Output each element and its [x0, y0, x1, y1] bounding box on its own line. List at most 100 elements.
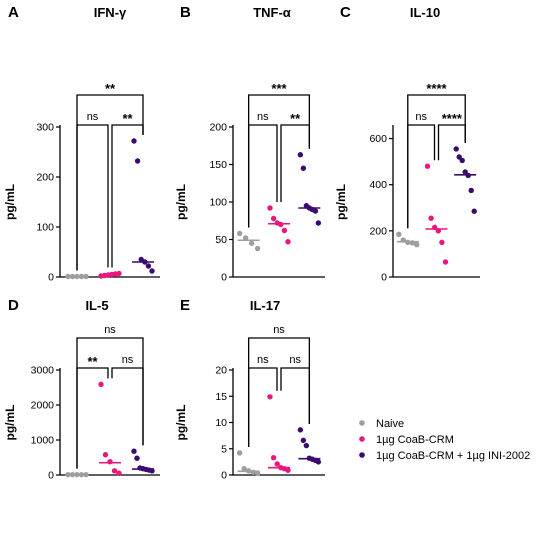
data-point-1-g-coab-crm-1-g-ini-2002: [149, 268, 155, 274]
data-point-1-g-coab-crm-1-g-ini-2002: [459, 157, 465, 164]
data-point-naive: [241, 466, 247, 472]
y-tick-label: 200: [209, 122, 227, 134]
panel-letter: A: [8, 4, 19, 21]
legend-label: Naive: [376, 418, 404, 430]
significance-bracket: [247, 337, 311, 447]
data-point-1-g-coab-crm-1-g-ini-2002: [312, 208, 319, 214]
panel-letter: C: [340, 4, 351, 21]
y-tick-label: 200: [36, 172, 54, 184]
data-point-1-g-coab-crm: [285, 467, 291, 473]
data-point-naive: [248, 240, 255, 246]
data-point-1-g-coab-crm: [98, 381, 104, 388]
data-point-1-g-coab-crm-1-g-ini-2002: [453, 146, 459, 152]
significance-label: ns: [104, 324, 116, 336]
data-point-1-g-coab-crm: [270, 454, 277, 461]
significance-bracket: [280, 124, 311, 202]
significance-label: **: [122, 111, 133, 126]
y-axis-label: pg/mL: [3, 405, 17, 441]
data-point-1-g-coab-crm: [442, 259, 449, 265]
legend: Naive 1µg CoaB-CRM 1µg CoaB-CRM + 1µg INI-…: [359, 418, 530, 462]
y-tick-label: 100: [209, 197, 227, 209]
legend-label: 1µg CoaB-CRM + 1µg INI-2002: [376, 450, 530, 462]
data-point-naive: [396, 231, 402, 238]
significance-bracket: [407, 94, 466, 229]
significance-label: ***: [271, 81, 287, 96]
panel-b: B TNF-α 0 50 100 150 200 pg/mL ns *****: [174, 4, 325, 284]
significance-label: ns: [273, 324, 285, 336]
panel-title: TNF-α: [253, 5, 291, 20]
y-tick-label: 20: [215, 365, 227, 377]
data-point-1-g-coab-crm-1-g-ini-2002: [297, 152, 304, 158]
data-point-naive: [414, 241, 420, 248]
data-point-1-g-coab-crm-1-g-ini-2002: [300, 165, 307, 171]
panel-letter: B: [180, 4, 191, 21]
significance-bracket: [76, 337, 144, 469]
data-point-1-g-coab-crm-1-g-ini-2002: [315, 220, 322, 226]
significance-bracket: [247, 124, 278, 228]
data-point-1-g-coab-crm: [111, 468, 118, 474]
significance-label: ns: [87, 111, 99, 123]
y-tick-label: 150: [209, 159, 227, 171]
data-point-1-g-coab-crm: [428, 215, 434, 221]
significance-bracket: [76, 124, 109, 271]
data-point-1-g-coab-crm: [274, 461, 280, 467]
panel-letter: E: [180, 297, 190, 314]
data-point-1-g-coab-crm-1-g-ini-2002: [134, 158, 141, 164]
significance-bracket: [437, 124, 466, 161]
legend-label: 1µg CoaB-CRM: [376, 434, 454, 446]
data-point-1-g-coab-crm-1-g-ini-2002: [134, 455, 140, 461]
significance-label: **: [87, 354, 98, 369]
y-tick-label: 0: [221, 272, 227, 284]
significance-bracket: [111, 367, 144, 446]
y-axis-label: pg/mL: [3, 184, 17, 220]
data-point-1-g-coab-crm-1-g-ini-2002: [315, 459, 322, 465]
data-point-1-g-coab-crm-1-g-ini-2002: [300, 437, 307, 444]
data-point-1-g-coab-crm-1-g-ini-2002: [471, 208, 477, 214]
significance-bracket: [76, 94, 144, 271]
y-tick-label: 0: [48, 272, 54, 284]
significance-label: ****: [426, 81, 447, 96]
significance-label: ns: [257, 111, 269, 123]
legend-marker-1-g-coab-crm-1-g-ini-2002: [359, 452, 365, 458]
data-point-1-g-coab-crm: [281, 227, 288, 234]
data-point-1-g-coab-crm-1-g-ini-2002: [303, 442, 310, 449]
data-point-1-g-coab-crm: [424, 163, 431, 169]
y-tick-label: 600: [369, 133, 387, 145]
y-axis-label: pg/mL: [174, 405, 188, 441]
significance-bracket: [247, 94, 311, 228]
significance-bracket: [247, 367, 278, 447]
panel-title: IFN-γ: [94, 5, 127, 20]
y-axis-label: pg/mL: [334, 184, 348, 220]
y-tick-label: 0: [48, 470, 54, 482]
y-tick-label: 15: [215, 391, 227, 403]
data-point-1-g-coab-crm-1-g-ini-2002: [131, 138, 137, 144]
y-tick-label: 200: [369, 225, 387, 237]
y-axis-label: pg/mL: [174, 184, 188, 220]
significance-label: **: [290, 111, 301, 126]
significance-label: ****: [442, 111, 463, 126]
y-tick-label: 300: [36, 122, 54, 134]
data-point-1-g-coab-crm-1-g-ini-2002: [297, 427, 304, 433]
data-point-naive: [242, 235, 249, 241]
data-point-1-g-coab-crm: [267, 205, 273, 211]
data-point-1-g-coab-crm: [107, 459, 113, 465]
panel-letter: D: [8, 297, 19, 314]
panel-title: IL-17: [250, 298, 280, 313]
legend-marker-1-g-coab-crm: [359, 436, 365, 442]
y-tick-label: 5: [221, 443, 227, 455]
data-point-1-g-coab-crm: [102, 452, 109, 458]
significance-label: ns: [289, 354, 301, 366]
significance-label: ns: [257, 354, 269, 366]
significance-bracket: [111, 124, 144, 268]
y-tick-label: 50: [215, 234, 227, 246]
data-point-1-g-coab-crm: [439, 239, 445, 246]
data-point-1-g-coab-crm: [285, 239, 291, 245]
panel-title: IL-10: [410, 5, 440, 20]
data-point-1-g-coab-crm: [267, 394, 273, 400]
data-point-naive: [250, 469, 256, 476]
y-tick-label: 0: [381, 272, 387, 284]
